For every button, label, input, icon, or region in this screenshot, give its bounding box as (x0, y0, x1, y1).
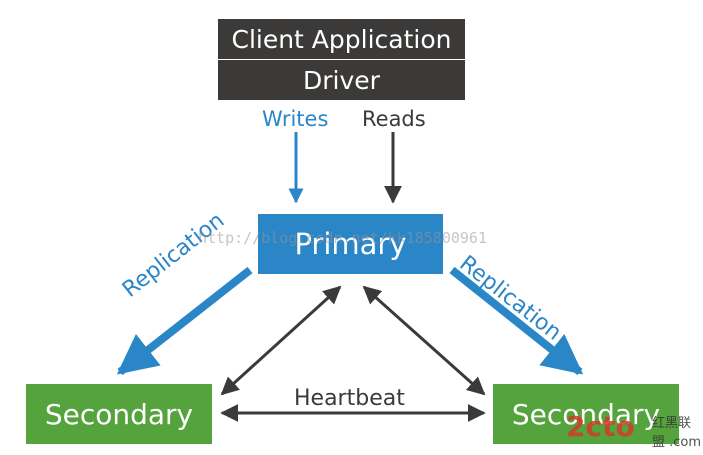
driver-label: Driver (303, 65, 380, 95)
heartbeat-label: Heartbeat (294, 386, 405, 411)
secondary-right-label: Secondary (511, 397, 661, 431)
client-application-box: Client Application (218, 19, 465, 59)
secondary-left-box: Secondary (26, 384, 212, 444)
secondary-left-label: Secondary (44, 397, 194, 431)
driver-box: Driver (218, 60, 465, 100)
primary-box: Primary (258, 214, 443, 274)
watermark-url: http://blog.csdn.net/kk185800961 (198, 229, 487, 247)
watermark-logo-sub: 红黑联盟 .com (652, 416, 702, 450)
heartbeat-primary-right-arrow (362, 285, 486, 396)
client-application-label: Client Application (231, 24, 452, 54)
writes-label: Writes (262, 107, 329, 131)
heartbeat-primary-left-arrow (220, 285, 342, 396)
primary-label: Primary (294, 227, 407, 261)
watermark-logo: 2cto (566, 410, 635, 443)
secondary-right-box: Secondary (493, 384, 679, 444)
reads-label: Reads (362, 107, 426, 131)
